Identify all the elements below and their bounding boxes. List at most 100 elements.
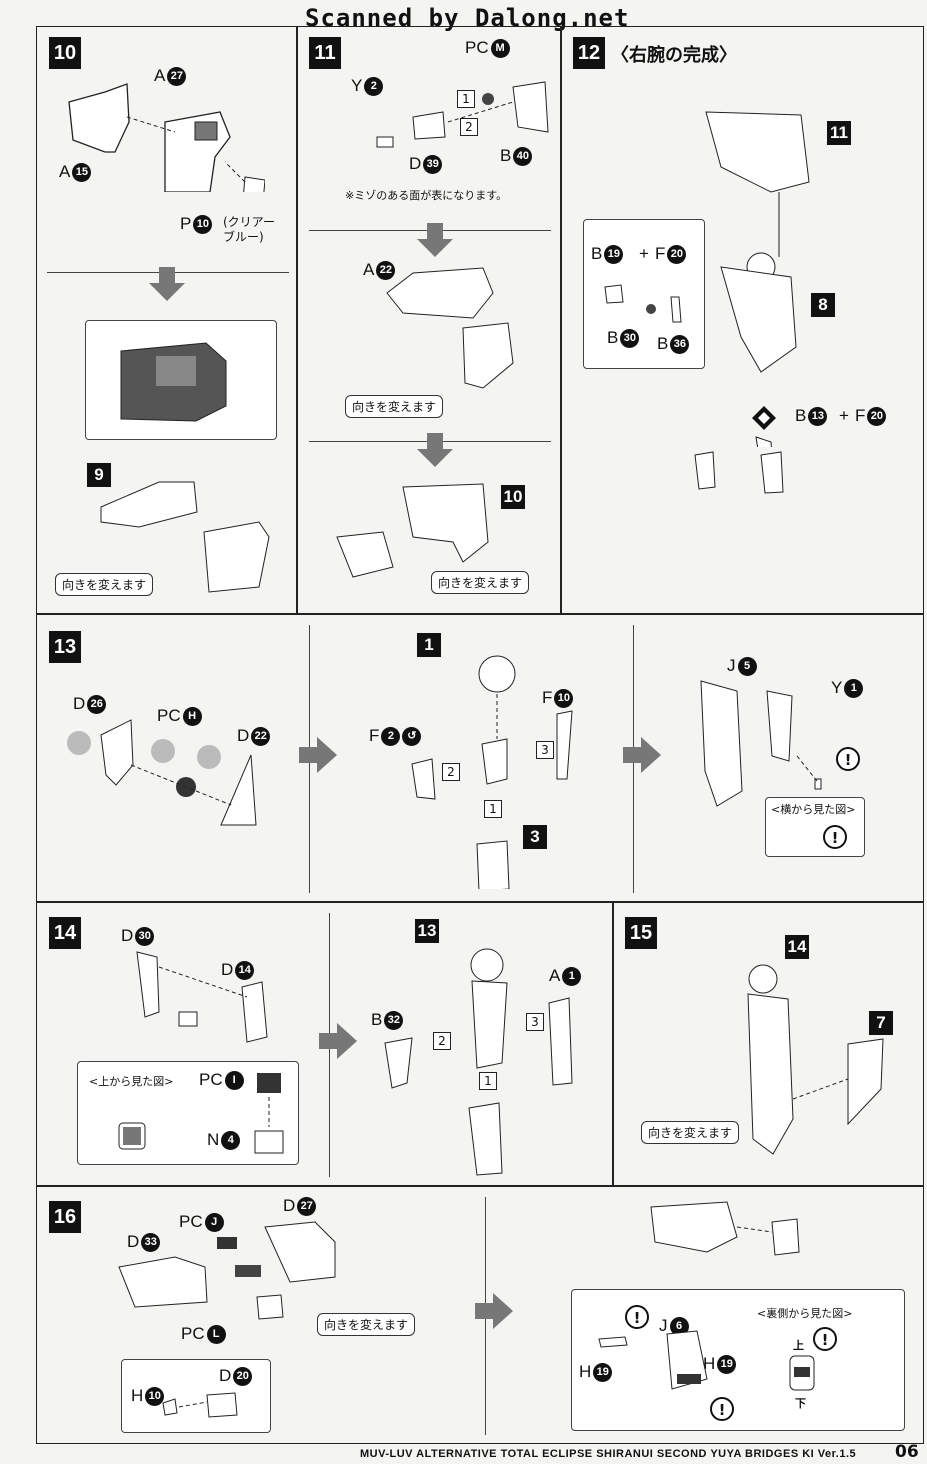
plus-sign: + [639, 244, 649, 263]
turn-around-note-1: 向きを変えます [345, 395, 444, 418]
back-view-drawing [789, 1355, 815, 1391]
sub-assembly-1: 1 [417, 633, 441, 657]
parts-drawing-2 [386, 267, 514, 389]
order-2: 2 [433, 1032, 451, 1050]
clear-blue-note: (クリアー ブルー) [223, 215, 275, 244]
order-1: 1 [484, 800, 502, 818]
sub-assembly-9: 9 [87, 463, 111, 487]
parts-drawing [136, 951, 268, 1043]
down-arrow-icon [417, 433, 453, 467]
right-arrow-icon [475, 1293, 513, 1329]
back-parts-drawing [598, 1330, 708, 1390]
parts-drawing-3 [336, 483, 489, 578]
plus-sign-2: + [839, 406, 849, 425]
sub-assembly-7: 7 [869, 1011, 893, 1035]
step-number: 14 [49, 917, 81, 949]
parts-drawing [747, 964, 884, 1155]
order-2: 2 [460, 118, 478, 136]
order-3: 3 [526, 1013, 544, 1031]
turn-around-note: 向きを変えます [317, 1313, 416, 1336]
parts-drawing [68, 83, 265, 192]
hand-drawing [694, 451, 784, 494]
groove-note: ※ミゾのある面が表になります。 [345, 189, 508, 202]
caution-icon-2: ! [710, 1397, 734, 1421]
page-number: 06 [895, 1442, 919, 1462]
side-view-label: <横から見た図> [771, 803, 856, 816]
right-arrow-icon [299, 737, 337, 773]
footer-product-name: MUV-LUV ALTERNATIVE TOTAL ECLIPSE SHIRAN… [360, 1448, 857, 1460]
top-view-label: <上から見た図> [89, 1075, 174, 1088]
watermark: Scanned by Dalong.net [305, 4, 630, 32]
sub-assembly-3: 3 [523, 825, 547, 849]
step-number: 15 [625, 917, 657, 949]
step-title: 〈右腕の完成〉 [611, 45, 737, 66]
up-label: 上 [793, 1339, 804, 1352]
caution-icon: ! [836, 747, 860, 771]
parts-drawing [376, 81, 549, 148]
order-1: 1 [457, 90, 475, 108]
caution-icon-2: ! [823, 825, 847, 849]
turn-around-note: 向きを変えます [55, 573, 154, 596]
right-arrow-icon [319, 1023, 357, 1059]
right-arrow-icon [623, 737, 661, 773]
back-view-label: <裏側から見た図> [757, 1307, 853, 1320]
sub-assembly-8: 8 [811, 293, 835, 317]
sub-assembly-10: 10 [501, 485, 525, 509]
diamond-joint-icon [752, 406, 776, 430]
parts-drawing-2 [100, 481, 270, 593]
sub-assembly-14: 14 [785, 935, 809, 959]
top-view-drawing [118, 1122, 146, 1150]
caution-icon: ! [625, 1305, 649, 1329]
turn-around-note: 向きを変えます [641, 1121, 740, 1144]
parts-drawing [118, 1221, 336, 1320]
hand-parts-drawing [604, 284, 682, 323]
step-15-panel: 15 14 7 向きを変えます [612, 902, 924, 1186]
step-number: 13 [49, 631, 81, 663]
caution-icon-3: ! [813, 1327, 837, 1351]
arm-drawing [705, 111, 810, 447]
side-view-inset [765, 797, 865, 857]
step-number: 16 [49, 1201, 81, 1233]
step-number: 10 [49, 37, 81, 69]
inset-detail [85, 320, 277, 440]
step-number: 12 [573, 37, 605, 69]
detail-drawing [162, 1392, 238, 1418]
